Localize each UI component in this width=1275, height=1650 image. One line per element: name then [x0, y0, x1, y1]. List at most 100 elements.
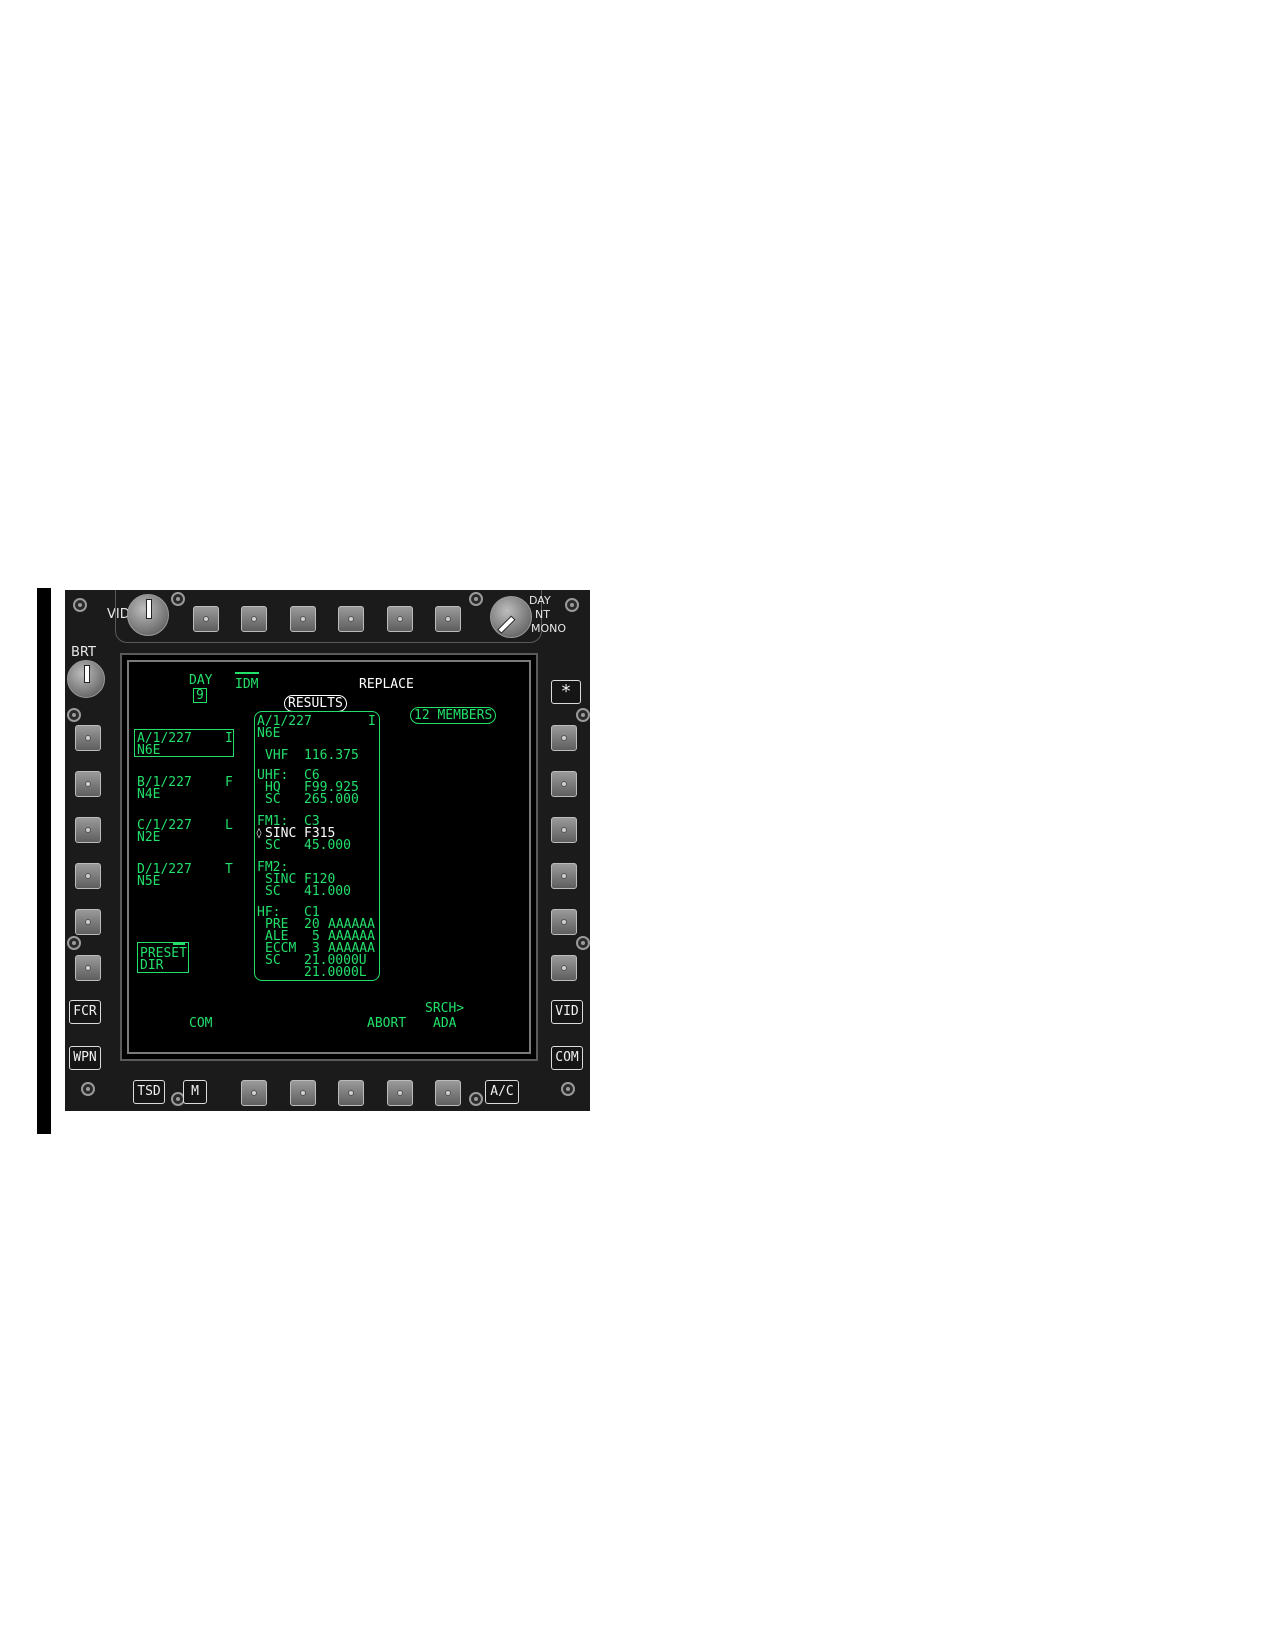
replace-label[interactable]: REPLACE [359, 677, 414, 692]
members-label[interactable]: 12 MEMBERS [410, 707, 497, 724]
vid-knob[interactable] [127, 594, 169, 636]
fm1-sinc-value: F315 [304, 826, 336, 841]
uhf-hq-label: HQ [265, 780, 281, 795]
uhf-sc-label: SC [265, 792, 281, 807]
screw-icon [469, 1092, 483, 1106]
left-button-2[interactable] [75, 771, 101, 797]
hf-pre-label: PRE [265, 917, 289, 932]
mode-mono-label: MONO [531, 622, 567, 635]
diamond-cursor-icon: ◊ [256, 828, 263, 839]
unit-net: N5E [137, 874, 161, 889]
unit-selection-box [134, 729, 234, 757]
right-button-3[interactable] [551, 817, 577, 843]
com-label[interactable]: COM [189, 1016, 213, 1031]
unit-code: I [225, 731, 233, 746]
right-button-2[interactable] [551, 771, 577, 797]
bottom-button-7[interactable] [435, 1080, 461, 1106]
srch-label[interactable]: SRCH> [425, 1001, 465, 1016]
m-button[interactable]: M [183, 1080, 207, 1104]
screw-icon [469, 592, 483, 606]
mode-day-label: DAY [529, 594, 551, 607]
bottom-button-6[interactable] [387, 1080, 413, 1106]
top-button-2[interactable] [241, 606, 267, 632]
idm-arrow-icon [235, 672, 259, 674]
preset-arrow-icon [173, 943, 185, 945]
left-button-4[interactable] [75, 863, 101, 889]
idm-label[interactable]: IDM [235, 677, 259, 692]
right-button-6[interactable] [551, 955, 577, 981]
fm1-sinc-label: SINC [265, 826, 297, 841]
abort-label[interactable]: ABORT [367, 1016, 407, 1031]
top-button-5[interactable] [387, 606, 413, 632]
brt-knob[interactable] [67, 660, 105, 698]
left-button-5[interactable] [75, 909, 101, 935]
top-button-6[interactable] [435, 606, 461, 632]
com-button[interactable]: COM [551, 1046, 583, 1070]
screw-icon [576, 708, 590, 722]
hf-pre-num: 20 [304, 917, 320, 932]
ac-button[interactable]: A/C [485, 1080, 519, 1104]
bottom-button-4[interactable] [290, 1080, 316, 1106]
day-label: DAY [189, 673, 213, 688]
fm2-sinc-label: SINC [265, 872, 297, 887]
screw-icon [81, 1082, 95, 1096]
uhf-hq-value: F99.925 [304, 780, 359, 795]
unit-call[interactable]: A/1/227 [137, 731, 192, 746]
change-bar [37, 588, 51, 1134]
unit-net: N6E [137, 743, 161, 758]
detail-net: N6E [257, 726, 281, 741]
unit-net: N4E [137, 787, 161, 802]
hf-ale-label: ALE [265, 929, 289, 944]
fm1-sc-label: SC [265, 838, 281, 853]
fm2-sc-value: 41.000 [304, 884, 351, 899]
right-button-4[interactable] [551, 863, 577, 889]
left-button-3[interactable] [75, 817, 101, 843]
tsd-button[interactable]: TSD [133, 1080, 165, 1104]
hf-sc-value-1: 21.0000U [304, 953, 367, 968]
unit-code: F [225, 775, 233, 790]
asterisk-button[interactable]: * [551, 680, 581, 704]
screw-icon [67, 936, 81, 950]
detail-code: I [368, 714, 376, 729]
fcr-button[interactable]: FCR [69, 1000, 101, 1024]
wpn-button[interactable]: WPN [69, 1046, 101, 1070]
preset-dir-button[interactable] [137, 942, 189, 973]
top-button-1[interactable] [193, 606, 219, 632]
left-button-6[interactable] [75, 955, 101, 981]
screw-icon [561, 1082, 575, 1096]
unit-call[interactable]: D/1/227 [137, 862, 192, 877]
dir-label: DIR [140, 958, 164, 973]
bottom-button-3[interactable] [241, 1080, 267, 1106]
mode-nt-label: NT [535, 608, 550, 621]
screw-icon [73, 598, 87, 612]
right-button-1[interactable] [551, 725, 577, 751]
unit-call[interactable]: B/1/227 [137, 775, 192, 790]
unit-call[interactable]: C/1/227 [137, 818, 192, 833]
unit-code: T [225, 862, 233, 877]
preset-label: PRESET [140, 946, 187, 961]
mode-knob[interactable] [490, 596, 532, 638]
hf-eccm-num: 3 [312, 941, 320, 956]
right-button-5[interactable] [551, 909, 577, 935]
top-button-4[interactable] [338, 606, 364, 632]
screw-icon [67, 708, 81, 722]
day-value[interactable]: 9 [193, 688, 207, 703]
bottom-button-5[interactable] [338, 1080, 364, 1106]
top-button-3[interactable] [290, 606, 316, 632]
unit-net: N2E [137, 830, 161, 845]
hf-sc-label: SC [265, 953, 281, 968]
mpd-bezel: VID DAY NT MONO BRT * FCR WPN VID COM TS… [65, 590, 590, 1111]
screw-icon [576, 936, 590, 950]
vid-button[interactable]: VID [551, 1000, 583, 1024]
results-label: RESULTS [284, 695, 347, 712]
hf-eccm-code: AAAAAA [328, 941, 375, 956]
screw-icon [171, 592, 185, 606]
hf-ale-num: 5 [312, 929, 320, 944]
ada-label[interactable]: ADA [433, 1016, 457, 1031]
left-button-1[interactable] [75, 725, 101, 751]
fm2-label: FM2: [257, 860, 289, 875]
vhf-value: 116.375 [304, 748, 359, 763]
uhf-label: UHF: [257, 768, 289, 783]
detail-unit: A/1/227 [257, 714, 312, 729]
vhf-label: VHF [265, 748, 289, 763]
